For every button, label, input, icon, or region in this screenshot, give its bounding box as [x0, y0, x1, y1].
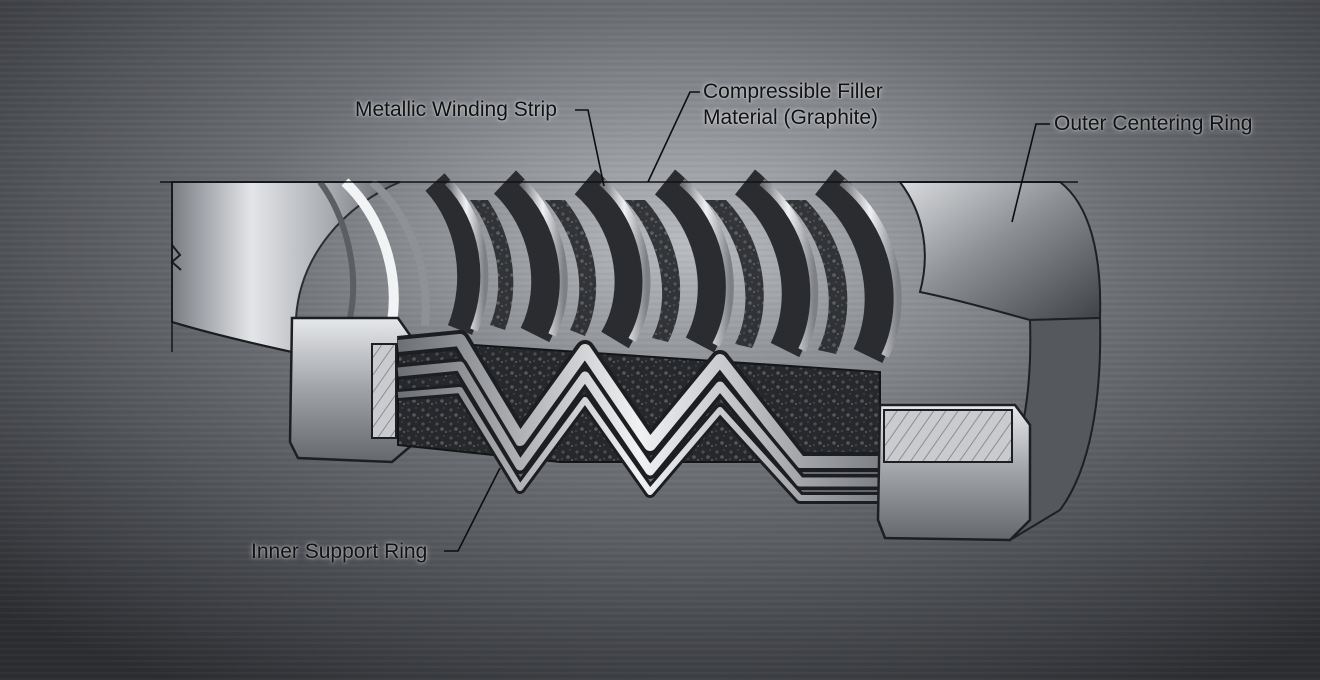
label-metallic-winding-strip-text: Metallic Winding Strip [355, 98, 557, 121]
label-inner-support-ring-text: Inner Support Ring [251, 540, 428, 563]
label-outer-centering-ring: Outer Centering Ring [1054, 111, 1252, 137]
flange-left-break-mark [170, 244, 182, 271]
label-inner-support-ring: Inner Support Ring [251, 539, 427, 565]
label-compressible-filler-line1: Compressible Filler [703, 80, 883, 103]
flange-left-edge [171, 321, 293, 353]
leader-lines [444, 91, 1050, 552]
leader-inner-support-ring [444, 467, 501, 552]
inner-bevel-arc-3 [369, 178, 430, 327]
leader-compressible-filler [647, 91, 700, 183]
winding-strips-section [397, 330, 880, 504]
label-metallic-winding-strip: Metallic Winding Strip [355, 97, 557, 123]
label-compressible-filler-line2: Material (Graphite) [703, 106, 879, 129]
inner-support-ring-hatch [371, 343, 397, 439]
label-compressible-filler: Compressible Filler Material (Graphite) [703, 79, 883, 131]
outer-centering-ring-top [897, 181, 1102, 322]
winding-arcs-top [425, 169, 902, 363]
inner-bevel-arc-2 [341, 178, 399, 323]
inner-bevel-arc-1 [317, 180, 357, 319]
leader-outer-centering-ring [1011, 123, 1050, 223]
winding-graphite-texture-top [470, 200, 848, 354]
leader-metallic-winding-strip [575, 109, 605, 187]
outer-centering-ring-hatch [883, 409, 1013, 463]
label-outer-centering-ring-text: Outer Centering Ring [1054, 112, 1253, 135]
outer-centering-ring-side [1009, 316, 1102, 542]
